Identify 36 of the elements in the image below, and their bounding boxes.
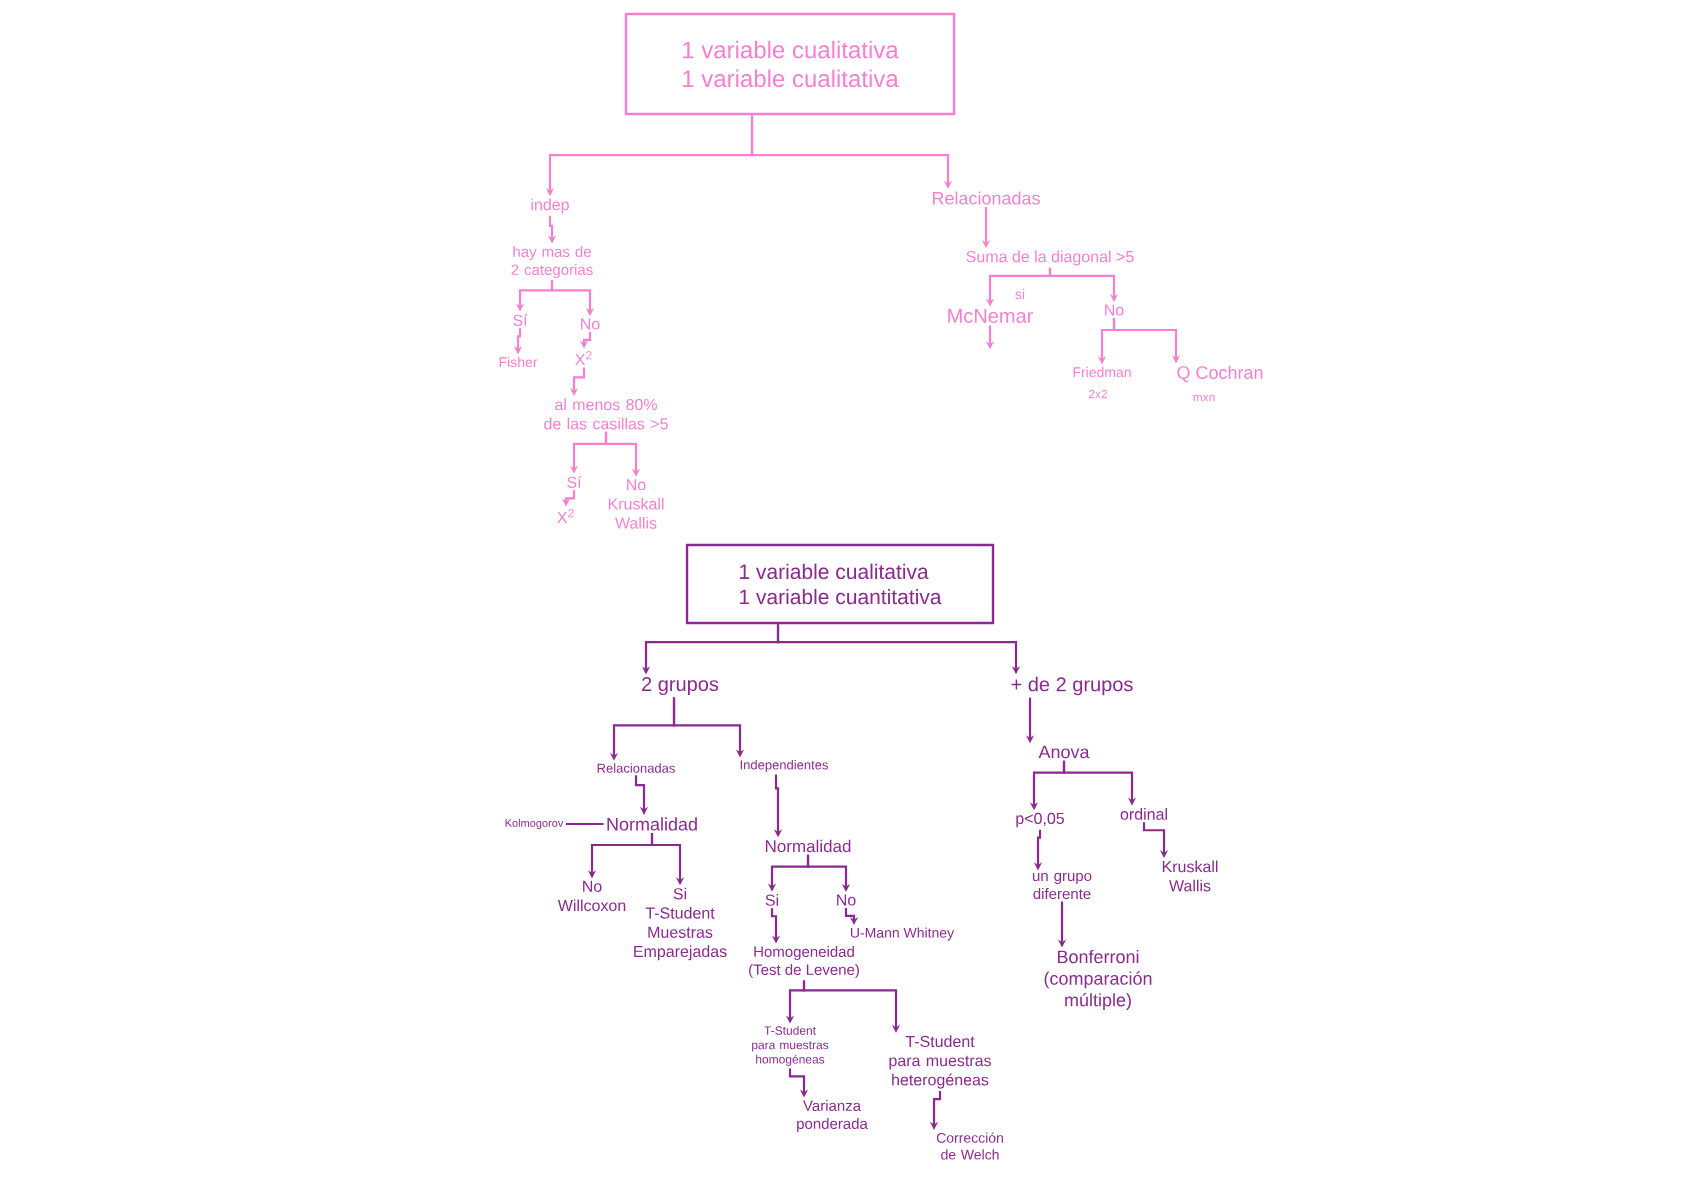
tree-label: indep: [531, 198, 569, 214]
arrow: [634, 775, 649, 815]
tree-label: No: [581, 318, 600, 330]
tree-label: Kruskall Wallis: [1162, 860, 1218, 892]
connector-line: [565, 822, 604, 826]
tree-label: Anova: [1038, 745, 1090, 759]
tree-label: + de 2 grupos: [1011, 676, 1133, 696]
tree-label: X$^{2}$: [557, 509, 574, 523]
tree-label: p<0,05: [1016, 812, 1064, 828]
tree-label: Suma de la diagonal >5: [966, 250, 1134, 266]
tree-label: Sí: [567, 476, 582, 488]
tree-label: Si: [765, 894, 779, 906]
tree-label: Bonferroni (comparación múltiple): [1044, 950, 1152, 1010]
tree-label: No: [837, 894, 856, 906]
tree-label: No: [1105, 304, 1124, 316]
tree-label: ordinal: [1120, 808, 1167, 820]
tree-label: Sí: [513, 314, 528, 326]
arrow: [806, 854, 851, 892]
tree-label: No Kruskall Wallis: [608, 479, 664, 529]
tree-label: Si T-Student Muestras Emparejadas: [634, 887, 727, 961]
tree-label: T-Student para muestras heterogéneas: [889, 1035, 991, 1089]
tree-label: 2 grupos: [642, 676, 719, 696]
tree-label: Normalidad: [607, 817, 697, 831]
tree-label: Relacionadas: [932, 191, 1040, 205]
arrow: [550, 280, 595, 316]
heading-box: 1 variable cualitativa 1 variable cualitativa: [624, 12, 956, 116]
tree-label: Normalidad: [765, 839, 851, 853]
tree-label: Q Cochran: [1177, 365, 1263, 383]
tree-label: No Willcoxon: [557, 880, 626, 912]
tree-label: X$^{2}$: [575, 351, 592, 365]
tree-label: McNemar: [948, 309, 1033, 323]
arrow: [802, 980, 901, 1033]
arrow: [750, 115, 953, 189]
heading-box: 1 variable cualitativa 1 variable cuantitativa: [685, 543, 995, 625]
arrow: [1048, 267, 1119, 302]
tree-label: al menos 80% de las casillas >5: [544, 398, 668, 430]
